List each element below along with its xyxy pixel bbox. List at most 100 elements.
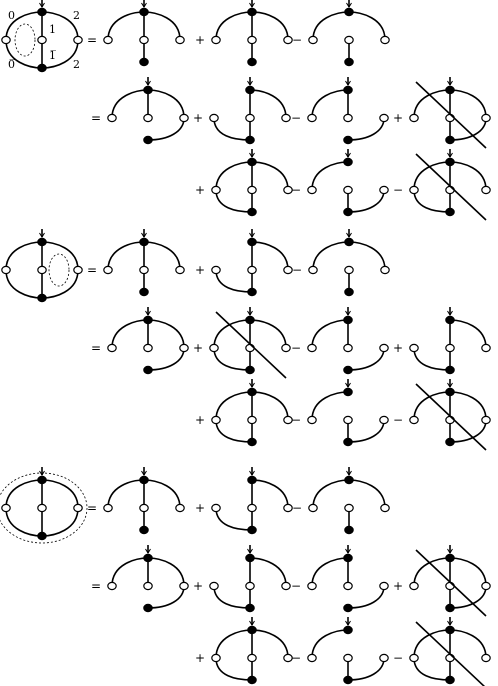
- open-vertex: [245, 581, 255, 591]
- filled-vertex: [445, 315, 455, 325]
- filled-vertex: [245, 603, 255, 613]
- lhs-graph: [1, 229, 83, 303]
- open-vertex: [307, 653, 317, 663]
- arc-edge: [347, 585, 385, 609]
- arc-edge: [215, 657, 253, 681]
- open-vertex: [307, 113, 317, 123]
- arc-edge: [5, 269, 43, 299]
- arc-edge: [449, 557, 487, 587]
- open-vertex: [211, 185, 221, 195]
- open-vertex: [245, 113, 255, 123]
- arc-edge: [413, 347, 451, 371]
- arc-edge: [143, 11, 181, 41]
- operator-sign: −: [292, 501, 302, 515]
- operator-sign: −: [291, 111, 301, 125]
- open-vertex: [307, 185, 317, 195]
- open-vertex: [179, 343, 189, 353]
- filled-vertex: [143, 603, 153, 613]
- filled-vertex: [344, 237, 354, 247]
- arc-edge: [251, 391, 289, 421]
- open-vertex: [445, 653, 455, 663]
- operator-sign: +: [195, 183, 205, 197]
- filled-vertex: [37, 531, 47, 541]
- arc-edge: [5, 241, 43, 271]
- filled-vertex: [37, 237, 47, 247]
- open-vertex: [409, 113, 419, 123]
- arc-edge: [213, 347, 251, 371]
- operator-sign: +: [193, 111, 203, 125]
- filled-vertex: [445, 553, 455, 563]
- open-vertex: [445, 343, 455, 353]
- operator-sign: −: [291, 183, 301, 197]
- arrow-head: [345, 80, 351, 86]
- equation-row: =+−+: [91, 307, 491, 379]
- label-bottom-right: 2: [73, 58, 80, 71]
- arc-edge: [347, 419, 385, 443]
- operator-sign: −: [292, 33, 302, 47]
- operator-sign: −: [291, 413, 301, 427]
- filled-vertex: [343, 675, 353, 685]
- arc-edge: [107, 11, 145, 41]
- operator-sign: +: [393, 341, 403, 355]
- arc-edge: [143, 241, 181, 271]
- operator-sign: −: [292, 263, 302, 277]
- arc-edge: [449, 391, 487, 421]
- term-graph: [209, 545, 291, 613]
- operator-sign: +: [195, 651, 205, 665]
- filled-vertex: [245, 553, 255, 563]
- dotted-loop: [14, 23, 36, 57]
- filled-vertex: [343, 315, 353, 325]
- arrow-head: [447, 620, 453, 626]
- filled-vertex: [344, 7, 354, 17]
- filled-vertex: [247, 475, 257, 485]
- filled-vertex: [445, 85, 455, 95]
- arrow-head: [345, 620, 351, 626]
- open-vertex: [247, 185, 257, 195]
- arc-edge: [348, 11, 386, 41]
- open-vertex: [481, 581, 491, 591]
- filled-vertex: [445, 387, 455, 397]
- arc-edge: [213, 319, 251, 349]
- arc-edge: [249, 89, 287, 119]
- strike-line: [415, 153, 487, 221]
- open-vertex: [445, 581, 455, 591]
- filled-vertex: [445, 603, 455, 613]
- arc-edge: [251, 241, 289, 271]
- equation-row: =+−: [87, 229, 390, 297]
- arc-edge: [449, 117, 487, 141]
- open-vertex: [380, 503, 390, 513]
- arrow-head: [345, 152, 351, 158]
- arrow-head: [145, 80, 151, 86]
- term-graph: [307, 149, 389, 217]
- arc-edge: [347, 657, 385, 681]
- filled-vertex: [37, 63, 47, 73]
- open-vertex: [307, 415, 317, 425]
- open-vertex: [175, 503, 185, 513]
- open-vertex: [1, 265, 11, 275]
- filled-vertex: [247, 287, 257, 297]
- arc-edge: [311, 557, 349, 587]
- open-vertex: [143, 581, 153, 591]
- term-graph: [211, 379, 293, 447]
- open-vertex: [481, 343, 491, 353]
- filled-vertex: [247, 237, 257, 247]
- term-graph: [307, 545, 389, 613]
- filled-vertex: [37, 293, 47, 303]
- open-vertex: [380, 35, 390, 45]
- arc-edge: [449, 419, 487, 443]
- open-vertex: [209, 581, 219, 591]
- operator-sign: =: [91, 341, 101, 355]
- open-vertex: [103, 265, 113, 275]
- open-vertex: [283, 503, 293, 513]
- term-graph: [107, 545, 189, 613]
- operator-sign: =: [87, 263, 97, 277]
- term-graph: [409, 149, 491, 221]
- arc-edge: [251, 161, 289, 191]
- open-vertex: [307, 581, 317, 591]
- term-graph: [307, 379, 389, 447]
- open-vertex: [283, 185, 293, 195]
- filled-vertex: [139, 57, 149, 67]
- filled-vertex: [37, 7, 47, 17]
- term-graph: [103, 467, 185, 535]
